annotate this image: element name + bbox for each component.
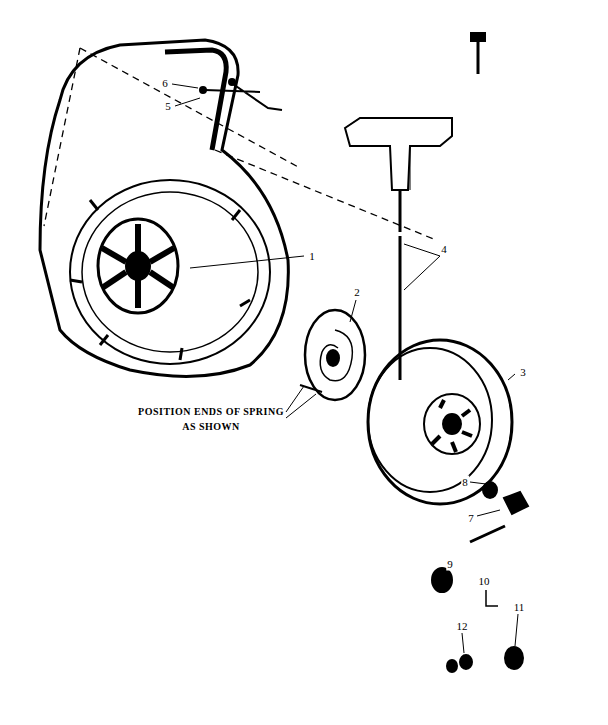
alignment-line [80, 48, 300, 168]
washer [483, 482, 497, 498]
alignment-line [215, 150, 436, 240]
leader-lines [172, 84, 518, 653]
callout-number: 6 [161, 77, 169, 90]
knob [432, 568, 452, 592]
rope-pulley [368, 340, 512, 504]
callout-number: 10 [478, 575, 491, 588]
nut [460, 655, 472, 669]
callout-number: 7 [467, 512, 475, 525]
callout-number: 8 [461, 476, 469, 489]
callout-number: 3 [519, 366, 527, 379]
bolt-head [471, 33, 485, 41]
starter-handle [345, 118, 452, 190]
callout-number: 9 [446, 558, 454, 571]
callout-number: 2 [353, 286, 361, 299]
callout-number: 1 [308, 250, 316, 263]
handle-pin [205, 82, 282, 110]
recoil-spring [305, 310, 365, 400]
callout-number: 12 [456, 620, 469, 633]
pulley-teeth [432, 400, 472, 452]
housing-ring [70, 180, 270, 364]
screw [470, 526, 505, 542]
pawl [504, 492, 528, 514]
callout-number: 5 [164, 100, 172, 113]
callout-number: 4 [440, 243, 448, 256]
housing-rib [165, 50, 226, 150]
hub-spokes [102, 224, 174, 308]
nut [447, 660, 457, 672]
callout-number: 11 [513, 601, 526, 614]
housing-ring [82, 192, 258, 352]
hub-center [126, 252, 150, 280]
drawing [40, 33, 528, 672]
starter-housing [40, 40, 288, 376]
housing-vents [70, 200, 250, 360]
assembly-note: POSITION ENDS OF SPRING AS SHOWN [136, 404, 286, 434]
cap [505, 647, 523, 669]
housing-hub [98, 219, 178, 313]
